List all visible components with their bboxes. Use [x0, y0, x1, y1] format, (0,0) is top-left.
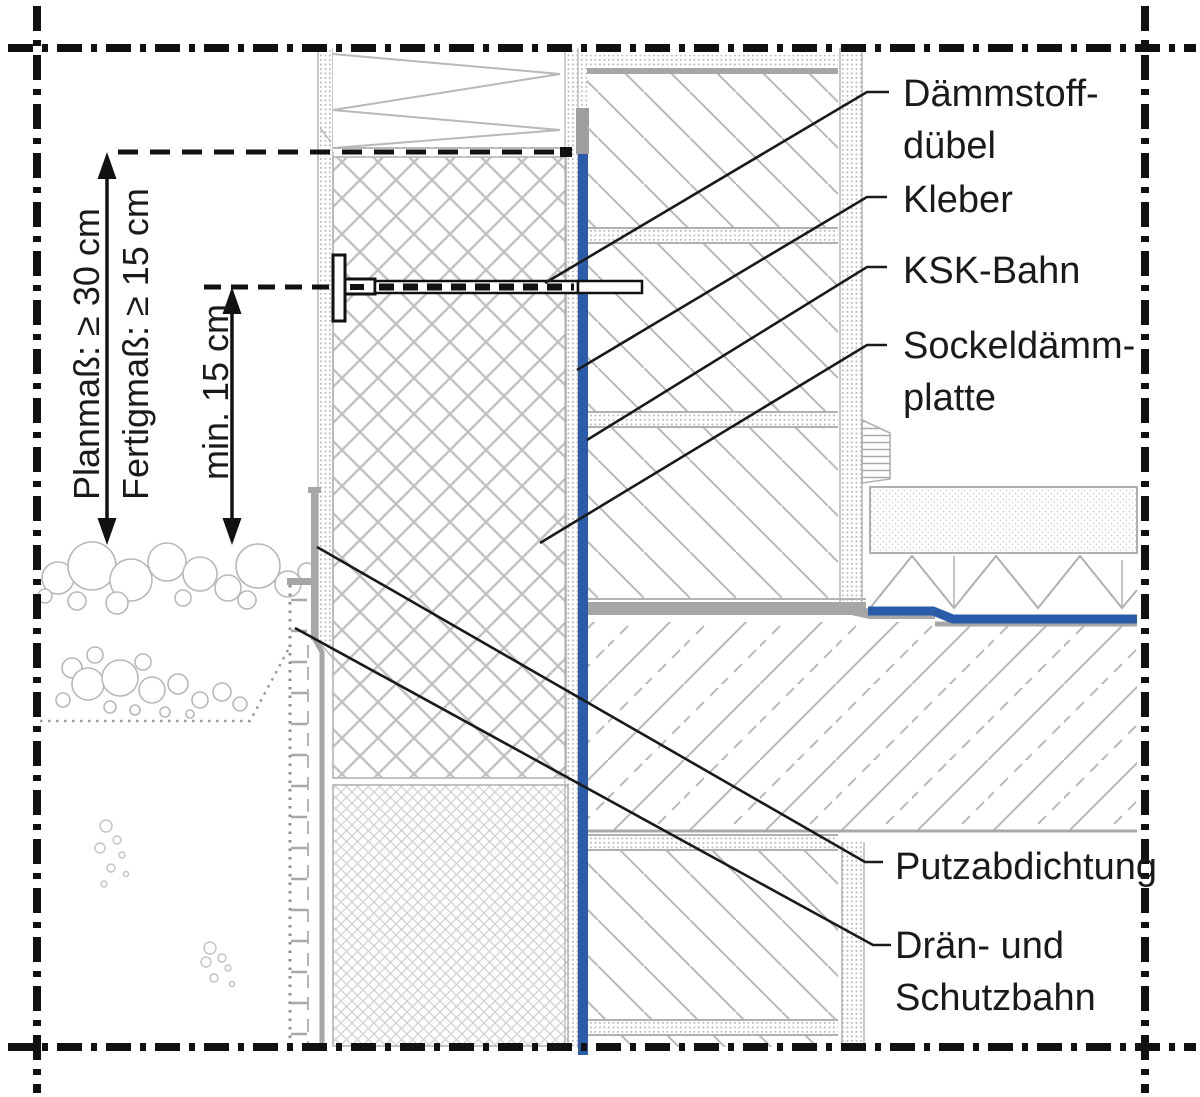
ksk-membrane-horizontal	[868, 606, 1137, 624]
label-daemmstoffduebel-line2: dübel	[903, 125, 996, 167]
dimension-label-fertigmass: Fertigmaß: ≥ 15 cm	[115, 188, 156, 500]
gravel-layer-boundary	[40, 649, 290, 723]
exterior-ground-gravel	[37, 541, 317, 719]
mortar-joint-band	[587, 1019, 838, 1036]
labels: Dämmstoff- dübel Kleber KSK-Bahn Sockeld…	[66, 73, 1157, 1019]
leader-ksk-bahn	[586, 265, 887, 442]
leader-draen-schutzbahn	[294, 626, 891, 947]
mortar-joint-band	[587, 227, 838, 244]
drainage-protection-sheet	[287, 578, 311, 1044]
interior-plaster-layer	[839, 48, 865, 1047]
dimension-label-min15: min. 15 cm	[195, 304, 236, 480]
label-draen-line1: Drän- und	[895, 925, 1064, 967]
upper-wall-insulation	[332, 48, 566, 152]
screed-layer	[869, 486, 1138, 554]
socket-insulation-board	[332, 156, 567, 779]
membrane-top-cap	[576, 108, 589, 154]
ksk-membrane-vertical	[578, 154, 588, 1055]
masonry-wall	[587, 55, 838, 1047]
mortar-joint-band	[587, 834, 838, 851]
label-leaders	[294, 90, 891, 947]
leader-kleber	[576, 195, 887, 372]
leader-daemmstoffduebel	[544, 90, 889, 285]
label-putzabdichtung: Putzabdichtung	[895, 846, 1157, 888]
soil-pebbles	[94, 819, 236, 988]
mortar-joint-band	[587, 411, 838, 428]
edge-insulation-strip	[861, 418, 891, 484]
section-border	[8, 6, 1196, 1093]
dimension-label-planmass: Planmaß: ≥ 30 cm	[66, 208, 107, 500]
label-draen-line2: Schutzbahn	[895, 977, 1096, 1019]
label-ksk-bahn: KSK-Bahn	[903, 250, 1080, 292]
wall-bedding-joint	[587, 598, 866, 615]
label-daemmstoffduebel-line1: Dämmstoff-	[903, 73, 1099, 115]
adhesive-layer	[564, 48, 579, 1048]
impact-sound-insulation	[869, 554, 1138, 610]
concrete-floor-slab	[587, 622, 1137, 833]
leader-sockeldaemmplatte	[539, 343, 887, 545]
perimeter-insulation-board	[332, 784, 569, 1047]
label-sockeldaemmplatte-line1: Sockeldämm-	[903, 325, 1135, 367]
leader-putzabdichtung	[316, 545, 883, 864]
exterior-plaster-layer	[317, 48, 334, 659]
insulation-dowel	[331, 253, 644, 323]
label-kleber: Kleber	[903, 179, 1013, 221]
plaster-sealing	[308, 487, 325, 1043]
render-strip-above-membrane	[578, 48, 587, 154]
label-sockeldaemmplatte-line2: platte	[903, 377, 996, 419]
dimension-annotations	[97, 147, 572, 545]
